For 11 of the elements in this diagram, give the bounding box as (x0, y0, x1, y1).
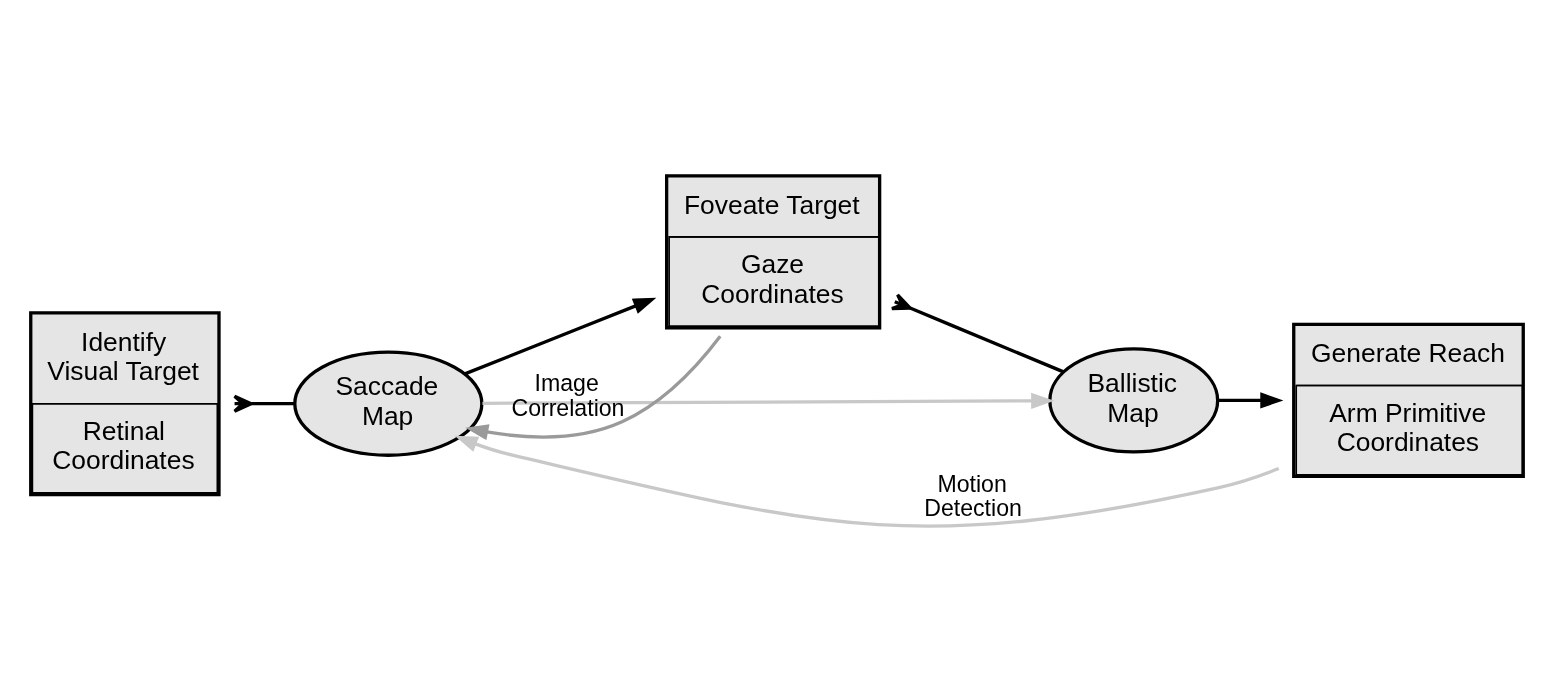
arrow (465, 335, 722, 441)
node-ellipse: Ballistic Map (1048, 347, 1220, 454)
arrow (482, 392, 1055, 409)
edge-label: Image Correlation (511, 369, 625, 421)
arrow (464, 297, 657, 376)
connector (890, 293, 1065, 374)
connector (232, 394, 295, 413)
arrow (1218, 392, 1284, 409)
node-ellipse: Saccade Map (293, 350, 484, 457)
edge-label: Motion Detection (924, 470, 1022, 522)
arrow (454, 435, 1280, 528)
